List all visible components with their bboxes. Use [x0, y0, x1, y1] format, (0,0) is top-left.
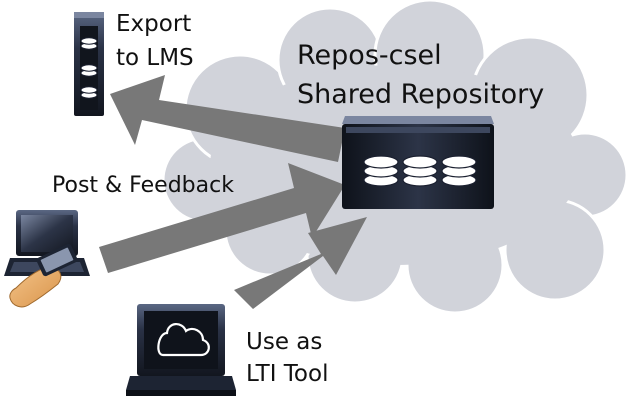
- lti-label-line1: Use as: [246, 329, 323, 355]
- repository-server-icon: [342, 116, 494, 209]
- arrow-from-lti-tool: [234, 217, 367, 309]
- repository-title-line2: Shared Repository: [297, 79, 545, 110]
- export-label-line2: to LMS: [116, 45, 194, 71]
- lms-server-icon: [74, 12, 104, 116]
- arrow-to-lms: [110, 75, 345, 162]
- repository-title-line1: Repos-csel: [297, 40, 442, 71]
- lti-monitor-icon: [126, 304, 236, 396]
- export-label-line1: Export: [116, 11, 192, 37]
- cloud-icon: [157, 323, 210, 357]
- arrow-from-laptop: [99, 163, 345, 273]
- post-feedback-label: Post & Feedback: [52, 173, 234, 198]
- cloud-shape: [161, 0, 629, 315]
- phone-icon: [36, 243, 78, 277]
- lti-label-line2: LTI Tool: [246, 361, 329, 387]
